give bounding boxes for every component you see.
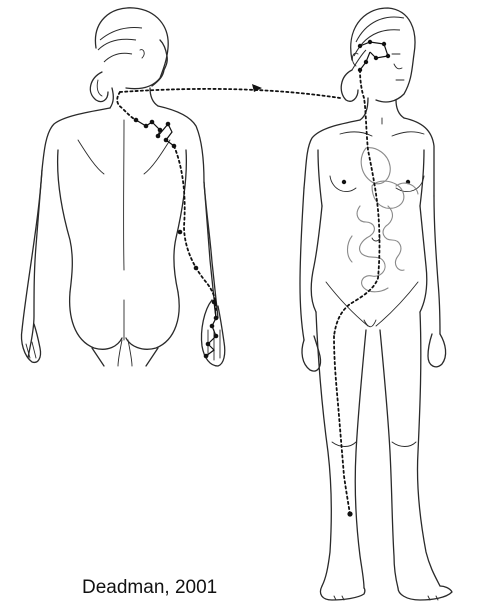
point-marker	[164, 138, 169, 143]
point-marker	[150, 120, 155, 125]
connector-arrow	[120, 84, 340, 98]
point-marker	[206, 342, 211, 347]
point-marker	[386, 54, 390, 58]
figure-citation: Deadman, 2001	[82, 577, 217, 599]
back-view-figure	[21, 8, 224, 366]
point-marker	[194, 266, 199, 271]
point-marker	[178, 230, 183, 235]
point-marker	[214, 316, 219, 321]
point-marker	[212, 300, 217, 305]
point-marker	[382, 42, 386, 46]
point-marker	[158, 128, 163, 133]
point-marker	[134, 118, 139, 123]
point-marker	[204, 354, 209, 359]
point-marker	[144, 124, 149, 129]
front-meridian-path	[334, 40, 390, 517]
point-marker	[364, 60, 368, 64]
nipple-mark	[342, 180, 346, 184]
point-marker	[347, 511, 352, 516]
point-marker	[210, 324, 215, 329]
point-marker	[166, 122, 171, 127]
point-marker	[368, 40, 372, 44]
point-marker	[374, 56, 378, 60]
point-marker	[214, 334, 219, 339]
front-view-figure	[300, 8, 452, 600]
point-marker	[172, 144, 177, 149]
point-marker	[156, 134, 161, 139]
internal-organs	[348, 148, 419, 292]
point-marker	[358, 44, 362, 48]
